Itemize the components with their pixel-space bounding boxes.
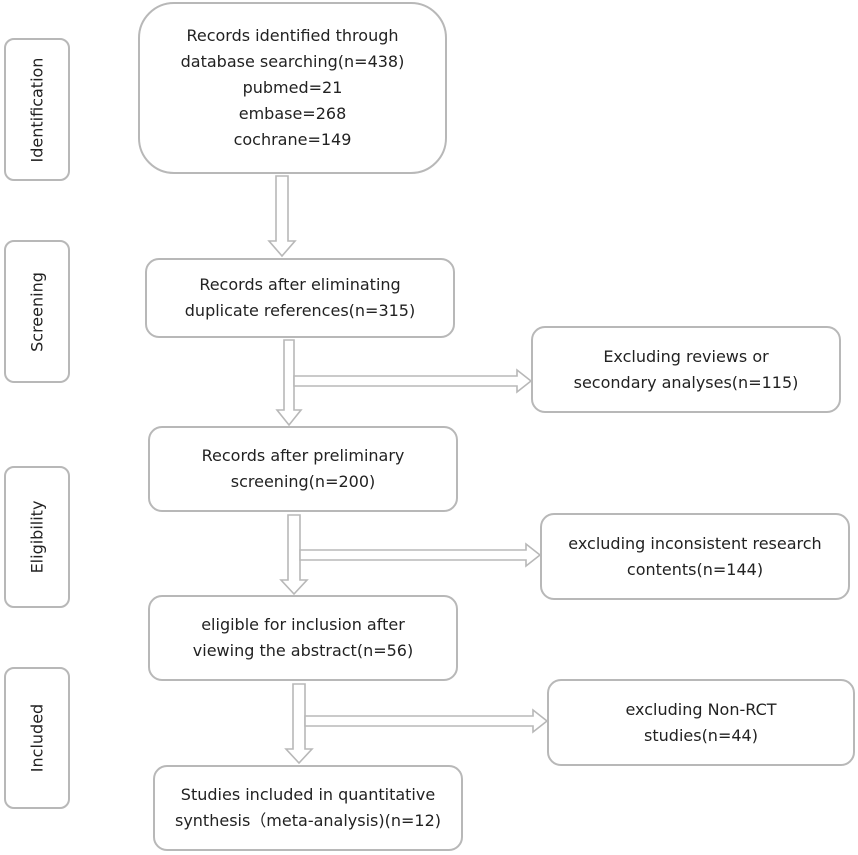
box-text-line: viewing the abstract(n=56) [192, 641, 414, 660]
box-after-duplicates: Records after eliminating duplicate refe… [145, 258, 455, 338]
stage-identification: Identification [4, 38, 70, 181]
arrow-right-3 [304, 708, 549, 734]
box-text-line: Studies included in quantitative [180, 785, 436, 804]
arrow-down-4 [284, 683, 314, 765]
arrow-down-1 [267, 175, 297, 258]
box-text-line: studies(n=44) [644, 725, 758, 745]
arrow-down-2 [275, 339, 303, 427]
box-excluded-nonrct: excluding Non-RCT studies(n=44) [547, 679, 855, 766]
box-text-line: screening(n=200) [230, 472, 376, 491]
box-text-line: Records identified through [186, 26, 399, 45]
box-text-line: database searching(n=438) [180, 52, 405, 71]
box-text-line: synthesis（meta-analysis)(n=12) [174, 811, 442, 830]
box-text-line: Excluding reviews or [603, 346, 769, 366]
box-included-studies: Studies included in quantitative synthes… [153, 765, 463, 851]
box-excluded-inconsistent: excluding inconsistent research contents… [540, 513, 850, 600]
box-text-line: eligible for inclusion after [201, 615, 405, 634]
stage-included: Included [4, 667, 70, 809]
box-text-line: excluding inconsistent research [568, 533, 822, 553]
box-text-line: duplicate references(n=315) [184, 301, 416, 320]
arrow-right-1 [293, 368, 533, 394]
stage-eligibility: Eligibility [4, 466, 70, 608]
box-text-line: pubmed=21 [242, 78, 343, 97]
stage-screening: Screening [4, 240, 70, 383]
box-after-preliminary: Records after preliminary screening(n=20… [148, 426, 458, 512]
box-text-line: cochrane=149 [233, 130, 352, 149]
box-eligible: eligible for inclusion after viewing the… [148, 595, 458, 681]
box-text-line: Records after eliminating [199, 275, 401, 294]
box-records-identified: Records identified through database sear… [138, 2, 447, 174]
box-text-line: excluding Non-RCT [625, 699, 777, 719]
box-text-line: contents(n=144) [626, 559, 764, 579]
arrow-down-3 [279, 514, 309, 596]
box-text-line: secondary analyses(n=115) [573, 372, 799, 392]
box-text-line: Records after preliminary [201, 446, 405, 465]
arrow-right-2 [299, 542, 542, 568]
box-text-line: embase=268 [238, 104, 347, 123]
box-excluded-reviews: Excluding reviews or secondary analyses(… [531, 326, 841, 413]
